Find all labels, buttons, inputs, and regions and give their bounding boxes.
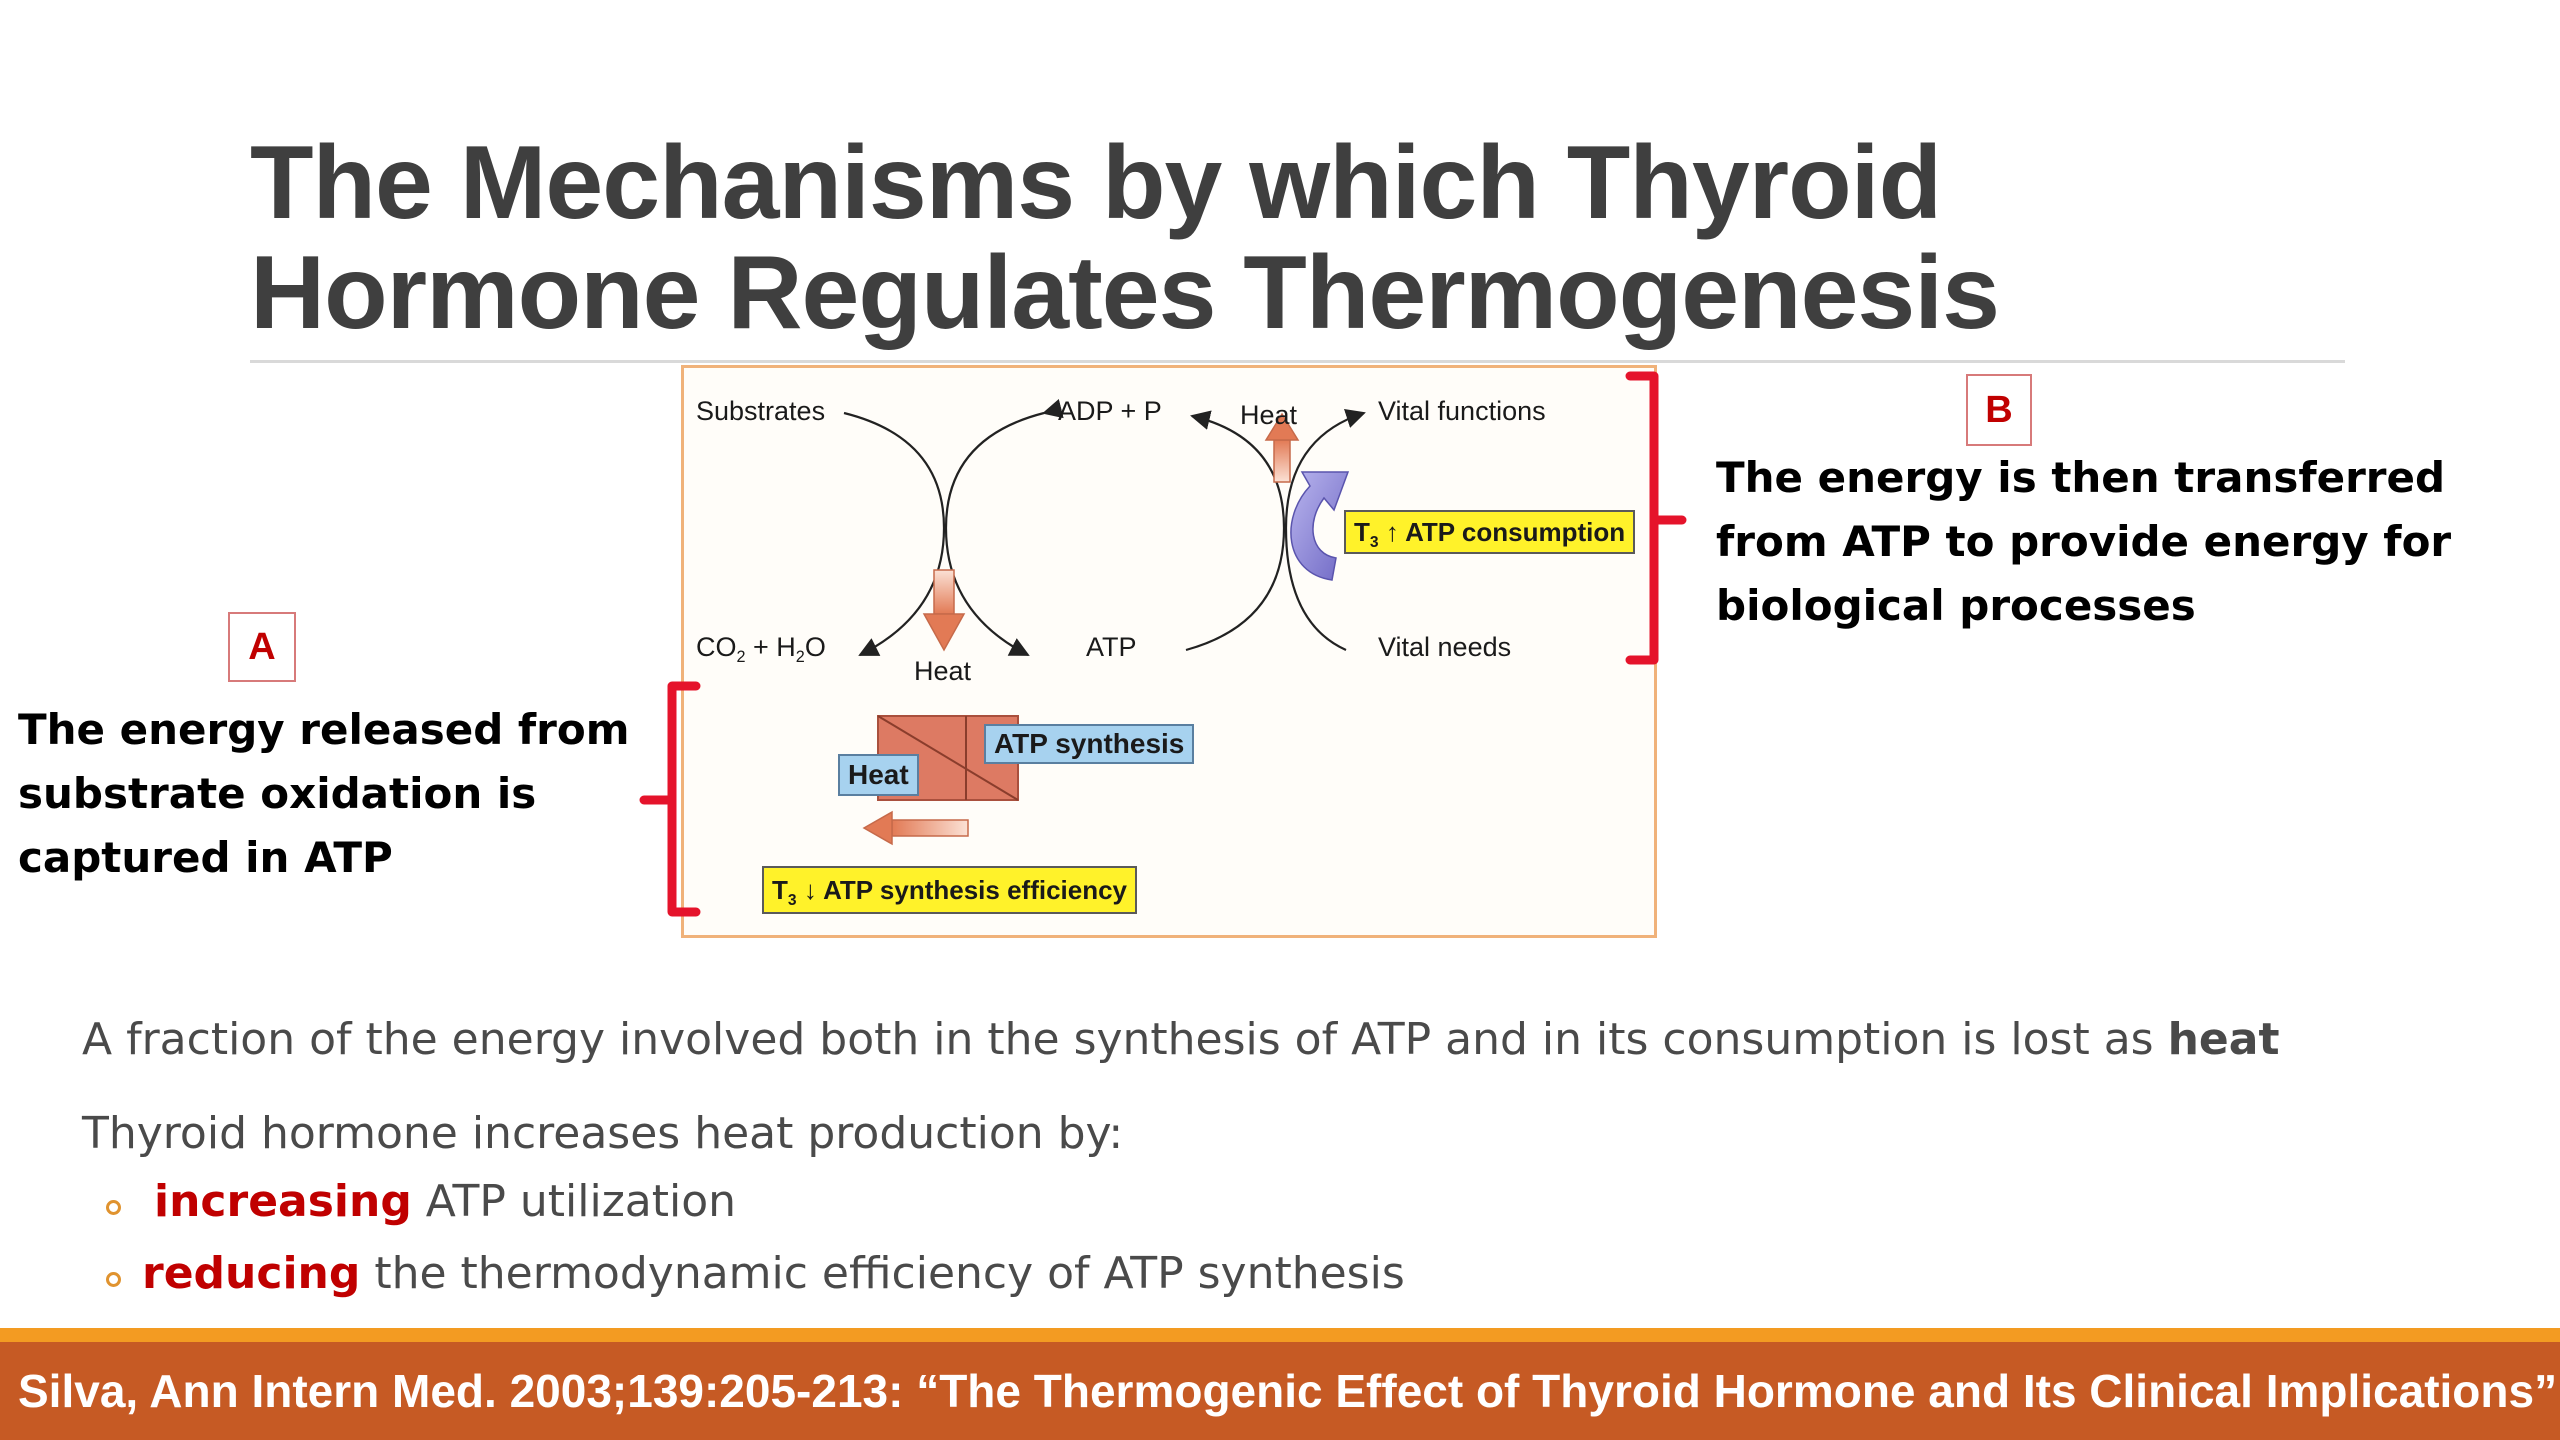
annotation-a-line-1: The energy released from bbox=[18, 705, 630, 754]
heat-arrow-icon bbox=[922, 569, 966, 652]
annotation-b-line-2: from ATP to provide energy for bbox=[1716, 517, 2452, 566]
atp-label: ATP bbox=[1086, 632, 1137, 662]
body-heat-loss-line: A fraction of the energy involved both i… bbox=[82, 1014, 2280, 1065]
atp-consumption-arc bbox=[1185, 410, 1286, 652]
bracket-b bbox=[1625, 371, 1687, 665]
footer-bar: Silva, Ann Intern Med. 2003;139:205-213:… bbox=[0, 1342, 2560, 1440]
t3-atp-synthesis-efficiency-box: T3 ↓ ATP synthesis efficiency bbox=[762, 866, 1138, 914]
annotation-a-tag: A bbox=[228, 612, 296, 682]
heat-top-label: Heat bbox=[1240, 400, 1298, 430]
annotation-a-line-2: substrate oxidation is bbox=[18, 769, 537, 818]
annotation-b-tag: B bbox=[1966, 374, 2032, 446]
heat-left-arrow-icon bbox=[862, 810, 969, 846]
vital-needs-label: Vital needs bbox=[1378, 632, 1512, 662]
t3-atp-consumption-box: T3 ↑ ATP consumption bbox=[1344, 510, 1636, 554]
heat-up-arrow-icon bbox=[1264, 412, 1300, 483]
co2-h2o-label: CO2 + H2O bbox=[696, 632, 826, 666]
adp-p-label: ADP + P bbox=[1058, 396, 1162, 426]
body-intro-line: Thyroid hormone increases heat productio… bbox=[82, 1108, 1124, 1159]
slide-title: The Mechanisms by which Thyroid Hormone … bbox=[250, 128, 2350, 348]
slide-title-line-2: Hormone Regulates Thermogenesis bbox=[250, 235, 2000, 351]
footer-accent-strip bbox=[0, 1328, 2560, 1342]
slide-title-line-1: The Mechanisms by which Thyroid bbox=[250, 125, 1942, 241]
curved-arrow-icon bbox=[1290, 471, 1350, 581]
annotation-a-line-3: captured in ATP bbox=[18, 833, 393, 882]
bullet-icon bbox=[106, 1272, 121, 1287]
citation-text: Silva, Ann Intern Med. 2003;139:205-213:… bbox=[18, 1365, 2558, 1417]
vital-functions-label: Vital functions bbox=[1378, 396, 1546, 426]
heat-mid-label: Heat bbox=[914, 656, 972, 686]
bullet-increasing: increasing ATP utilization bbox=[154, 1176, 737, 1227]
annotation-b-line-3: biological processes bbox=[1716, 581, 2196, 630]
atp-formation-arc bbox=[944, 398, 1064, 656]
annotation-b-text: The energy is then transferred from ATP … bbox=[1716, 446, 2451, 638]
atp-synthesis-label-box: ATP synthesis bbox=[984, 724, 1195, 764]
thermogenesis-diagram: Substrates ADP + P Heat Vital functions … bbox=[681, 365, 1657, 938]
bullet-reducing: reducing the thermodynamic efficiency of… bbox=[142, 1248, 1405, 1299]
substrates-oxidation-arc bbox=[843, 411, 946, 656]
substrates-label: Substrates bbox=[696, 396, 826, 426]
annotation-b-line-1: The energy is then transferred bbox=[1716, 453, 2446, 502]
title-divider bbox=[250, 360, 2345, 363]
annotation-a-text: The energy released from substrate oxida… bbox=[18, 698, 630, 890]
heat-label-box: Heat bbox=[838, 754, 919, 796]
vital-functions-arc bbox=[1284, 409, 1366, 652]
bracket-a bbox=[639, 681, 701, 917]
bullet-icon bbox=[106, 1200, 121, 1215]
